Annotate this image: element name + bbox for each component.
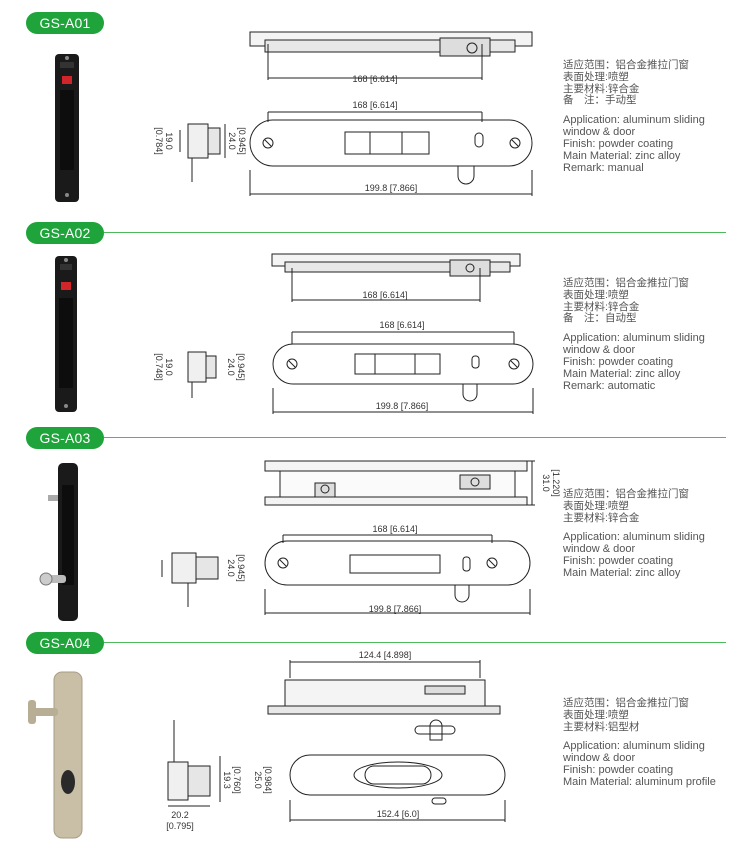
spec-en-line: Application: aluminum sliding <box>563 114 705 127</box>
dimension-plate-top: 168 [6.614] <box>372 524 417 534</box>
dimension-plate-total: 152.4 [6.0] <box>377 809 420 819</box>
product-photo <box>55 256 77 412</box>
dimension-side-height-1-in: [0.984] <box>263 766 273 794</box>
spec-cn-line: 备 注：自动型 <box>563 312 637 325</box>
spec-en-line: Application: aluminum sliding <box>563 332 705 345</box>
spec-en-line: Application: aluminum sliding <box>563 531 705 544</box>
dimension-top: 168 [6.614] <box>352 74 397 84</box>
spec-en-line: Remark: manual <box>563 162 644 175</box>
spec-en-line: Finish: powder coating <box>563 764 674 777</box>
product-code-tag: GS-A02 <box>26 222 104 244</box>
product-section-gs-a02: GS-A02 168 <box>0 220 750 420</box>
spec-cn-line: 主要材料:铝型材 <box>563 720 640 733</box>
dimension-side-height: 24.0 <box>226 358 236 376</box>
spec-cn-line: 主要材料:锌合金 <box>563 511 640 524</box>
spec-en-line: window & door <box>563 543 636 556</box>
spec-block: 适应范围：铝合金推拉门窗 表面处理:喷塑 主要材料:铝型材 Applicatio… <box>563 697 743 789</box>
spec-block: 适应范围：铝合金推拉门窗 表面处理:喷塑 主要材料:锌合金 Applicatio… <box>563 488 743 580</box>
spec-cn-line: 表面处理:喷塑 <box>563 70 629 83</box>
dimension-plate-top: 168 [6.614] <box>379 320 424 330</box>
dimension-side-31-in: [1.220] <box>551 469 561 497</box>
spec-en-line: window & door <box>563 344 636 357</box>
dimension-side-height: 24.0 <box>227 132 237 150</box>
divider <box>104 642 726 643</box>
technical-drawing: 168 [6.614] 168 [6.614] 199.8 [7.866] 19… <box>154 253 534 414</box>
product-photo <box>55 54 79 202</box>
product-code-tag: GS-A03 <box>26 427 104 449</box>
spec-block: 适应范围：铝合金推拉门窗 表面处理:喷塑 主要材料:锌合金 备 注：手动型 Ap… <box>563 59 743 175</box>
divider <box>104 437 726 438</box>
spec-en-line: Application: aluminum sliding <box>563 740 705 753</box>
product-photo <box>39 463 78 621</box>
dimension-side-width-in: [0.784] <box>154 127 164 155</box>
dimension-side-width-in: [0.748] <box>154 353 164 381</box>
spec-cn-line: 适应范围：铝合金推拉门窗 <box>563 697 689 709</box>
spec-en-line: Main Material: zinc alloy <box>563 368 681 381</box>
dimension-side-height-1: 25.0 <box>253 771 263 789</box>
spec-cn-line: 主要材料:锌合金 <box>563 300 640 313</box>
product-code-tag: GS-A04 <box>26 632 104 654</box>
dimension-side-width: 19.0 <box>164 358 174 376</box>
technical-drawing: 124.4 [4.898] 152.4 [6.0] 25.0 [0.984] 1… <box>166 650 506 831</box>
spec-cn-line: 备 注：手动型 <box>563 94 637 107</box>
dimension-top: 168 [6.614] <box>362 290 407 300</box>
dimension-side-width: 19.0 <box>164 132 174 150</box>
dimension-plate-total: 199.8 [7.866] <box>369 604 422 614</box>
spec-cn-line: 适应范围：铝合金推拉门窗 <box>563 59 689 71</box>
dimension-side-height-in: [0.945] <box>236 353 246 381</box>
divider <box>104 232 726 233</box>
dimension-side-height-2: 19.3 <box>222 771 232 789</box>
spec-block: 适应范围：铝合金推拉门窗 表面处理:喷塑 主要材料:锌合金 备 注：自动型 Ap… <box>563 277 743 393</box>
technical-drawing: 31.0 [1.220] 168 [6.614] 199.8 [7.866] 2… <box>161 460 561 615</box>
dimension-side-height-2-in: [0.760] <box>232 766 242 794</box>
spec-en-line: Finish: powder coating <box>563 356 674 369</box>
dimension-plate-total: 199.8 [7.866] <box>376 401 429 411</box>
spec-cn-line: 表面处理:喷塑 <box>563 499 629 512</box>
product-section-gs-a01: GS-A01 <box>0 0 750 215</box>
spec-en-line: Main Material: zinc alloy <box>563 567 681 580</box>
dimension-side-width-in: [0.795] <box>166 821 194 831</box>
spec-en-line: Main Material: aluminum profile <box>563 776 716 789</box>
spec-cn-line: 表面处理:喷塑 <box>563 708 629 721</box>
dimension-side-height: 24.0 <box>226 559 236 577</box>
dimension-side-height-in: [0.945] <box>237 127 247 155</box>
dimension-side-width: 20.2 <box>171 810 189 820</box>
dimension-plate-total: 199.8 [7.866] <box>365 183 418 193</box>
spec-en-line: window & door <box>563 752 636 765</box>
technical-drawing: 168 [6.614] 168 [6.614] 199.8 [7.866] 19… <box>154 31 533 196</box>
spec-en-line: Finish: powder coating <box>563 138 674 151</box>
spec-en-line: Remark: automatic <box>563 380 656 393</box>
spec-en-line: Finish: powder coating <box>563 555 674 568</box>
spec-cn-line: 表面处理:喷塑 <box>563 288 629 301</box>
spec-cn-line: 适应范围：铝合金推拉门窗 <box>563 277 689 289</box>
spec-en-line: window & door <box>563 126 636 139</box>
dimension-top: 124.4 [4.898] <box>359 650 412 660</box>
dimension-side-31: 31.0 <box>541 474 551 492</box>
product-section-gs-a03: GS-A03 <box>0 425 750 625</box>
spec-cn-line: 适应范围：铝合金推拉门窗 <box>563 488 689 500</box>
spec-cn-line: 主要材料:锌合金 <box>563 82 640 95</box>
product-section-gs-a04: GS-A04 124.4 [4.898] 1 <box>0 630 750 847</box>
dimension-side-height-in: [0.945] <box>236 554 246 582</box>
dimension-plate-top: 168 [6.614] <box>352 100 397 110</box>
product-photo <box>28 671 83 839</box>
spec-en-line: Main Material: zinc alloy <box>563 150 681 163</box>
product-code-tag: GS-A01 <box>26 12 104 34</box>
